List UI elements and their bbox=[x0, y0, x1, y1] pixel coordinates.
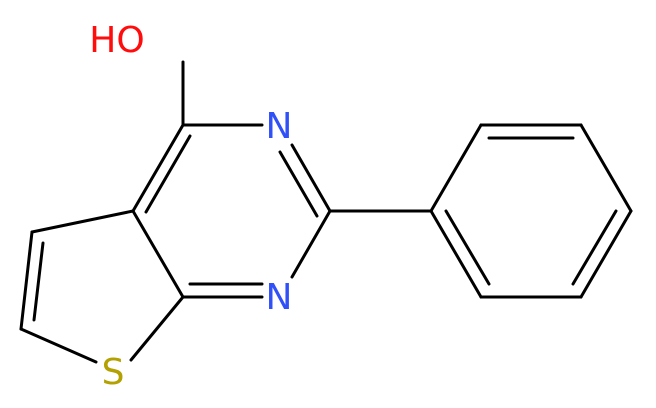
bond-group bbox=[19, 60, 633, 364]
atom-label-hydroxyl: HO bbox=[89, 20, 144, 61]
bond-n3-c2 bbox=[290, 143, 332, 213]
atom-label-n1: N bbox=[266, 277, 293, 318]
bond-c4a-c5 bbox=[30, 209, 135, 234]
bond-s-c7a bbox=[129, 295, 185, 362]
bond-ph-3-4 bbox=[579, 123, 633, 213]
bond-ph-6-1-inner bbox=[444, 209, 491, 286]
bond-c5-c6-inner bbox=[32, 241, 45, 322]
bond-c5-c6 bbox=[19, 230, 34, 331]
bond-c4-c4a bbox=[131, 123, 185, 213]
bond-c4-c4a-inner bbox=[144, 134, 192, 214]
bond-c2-n1 bbox=[290, 209, 332, 279]
bond-ph-1-2 bbox=[429, 123, 483, 213]
bond-c6-s bbox=[19, 327, 98, 364]
atom-labels: HO N N S bbox=[89, 20, 292, 393]
bond-ph-4-5-inner bbox=[571, 209, 618, 286]
bond-c7a-c4a bbox=[131, 209, 185, 299]
atom-label-sulfur: S bbox=[102, 352, 125, 393]
bond-ph-6-1 bbox=[429, 209, 483, 299]
bond-n3-c2-inner bbox=[278, 150, 319, 218]
atom-label-n3: N bbox=[266, 106, 293, 147]
bond-ph-4-5 bbox=[579, 209, 633, 299]
